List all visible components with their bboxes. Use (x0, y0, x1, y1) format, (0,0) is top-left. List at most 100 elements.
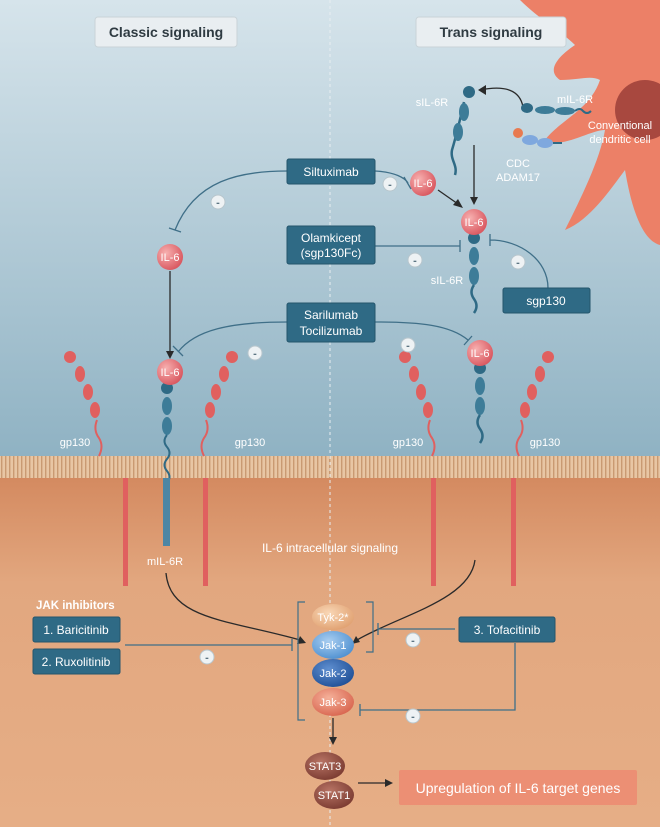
soluble-receptor-top: sIL-6R (416, 86, 475, 176)
olamkicept-label: Olamkicept (301, 231, 362, 245)
svg-text:-: - (516, 257, 520, 269)
inhibition-line (489, 234, 549, 289)
il6-label: IL-6 (465, 217, 484, 229)
outcome-box: Upregulation of IL-6 target genes (399, 770, 637, 805)
minus-icon: - (405, 632, 421, 648)
gp130-label: gp130 (60, 437, 91, 449)
minus-icon: - (510, 254, 526, 270)
jak2-label: Jak-2 (320, 668, 347, 680)
svg-text:-: - (388, 179, 392, 191)
intracellular-label: IL-6 intracellular signaling (262, 541, 398, 555)
ruxolitinib-label: 2. Ruxolitinib (42, 655, 111, 669)
il6-label: IL-6 (161, 252, 180, 264)
inhibition-line (125, 639, 293, 651)
tofacitinib-button[interactable]: 3. Tofacitinib (458, 616, 556, 643)
minus-icon: - (210, 194, 226, 210)
gp130-label: gp130 (530, 437, 561, 449)
jak2-kinase: Jak-2 (312, 659, 354, 687)
svg-text:-: - (205, 652, 209, 664)
cdc-label: CDC (506, 158, 530, 170)
minus-icon: - (247, 345, 263, 361)
il6-free-trans: IL-6 (410, 170, 436, 196)
il6-sil6r-complex: IL-6 sIL-6R (431, 209, 487, 314)
cell-label: Conventional (588, 120, 652, 132)
il6-free-classic: IL-6 (157, 244, 183, 270)
arrow-classic-jak (165, 572, 301, 641)
jak3-label: Jak-3 (320, 697, 347, 709)
sarilumab-tocilizumab-button[interactable]: Sarilumab Tocilizumab (286, 302, 376, 343)
adam17-label: ADAM17 (496, 172, 540, 184)
dendritic-cell: Conventional dendritic cell (520, 0, 660, 245)
svg-text:-: - (216, 197, 220, 209)
stat1: STAT1 (314, 781, 354, 809)
jak1-label: Jak-1 (320, 640, 347, 652)
jak-inhibitors-title: JAK inhibitors (36, 600, 115, 612)
svg-text:-: - (411, 711, 415, 723)
tyk2-label: Tyk-2* (317, 612, 349, 624)
adam17-enzyme: CDC ADAM17 (496, 128, 562, 184)
nucleus (615, 80, 660, 140)
gp130-intracellular-domains (123, 478, 516, 586)
inhibition-line (168, 170, 288, 233)
inhibition-line (374, 170, 412, 190)
bracket-left (297, 601, 305, 721)
svg-text:-: - (411, 635, 415, 647)
header-trans-label: Trans signaling (440, 24, 543, 40)
arrowhead (329, 737, 337, 745)
arrow-il6 (437, 189, 459, 205)
stat3-label: STAT3 (309, 761, 342, 773)
arrowhead (470, 197, 478, 205)
gp130-receptors (64, 351, 554, 457)
minus-icon: - (400, 337, 416, 353)
sil6r-label: sIL-6R (431, 275, 463, 287)
olamkicept-label: (sgp130Fc) (301, 246, 362, 260)
inhibition-line (374, 321, 473, 346)
tocilizumab-label: Tocilizumab (300, 324, 363, 338)
il6-mil6r-complex: IL-6 (157, 359, 183, 546)
mil6r-label: mIL-6R (147, 556, 183, 568)
olamkicept-button[interactable]: Olamkicept (sgp130Fc) (286, 225, 376, 265)
il6-label: IL-6 (414, 178, 433, 190)
jak1-kinase: Jak-1 (312, 631, 354, 659)
inhibition-line (172, 321, 288, 357)
bracket-right (366, 601, 374, 653)
membrane-il6r: mIL-6R (521, 94, 593, 115)
cell-label: dendritic cell (589, 134, 650, 146)
mil6r-label: mIL-6R (557, 94, 593, 106)
minus-icon: - (405, 708, 421, 724)
arrowhead (352, 636, 360, 644)
svg-text:-: - (253, 348, 257, 360)
gp130-right-1 (399, 351, 436, 457)
siltuximab-button[interactable]: Siltuximab (286, 158, 376, 185)
minus-icon: - (199, 649, 215, 665)
gp130-right-2 (515, 351, 554, 457)
gp130-label: gp130 (393, 437, 424, 449)
inhibition-line (377, 623, 455, 635)
sarilumab-label: Sarilumab (304, 308, 358, 322)
tofacitinib-label: 3. Tofacitinib (474, 623, 541, 637)
outcome-label: Upregulation of IL-6 target genes (416, 780, 621, 796)
baricitinib-label: 1. Baricitinib (43, 623, 109, 637)
siltuximab-label: Siltuximab (303, 165, 359, 179)
gp130-left-2 (200, 351, 238, 457)
minus-badges: - - - - - - - - - (199, 176, 526, 724)
il6-label: IL-6 (471, 348, 490, 360)
tyk2-kinase: Tyk-2* (312, 604, 354, 630)
minus-icon: - (407, 252, 423, 268)
jak3-kinase: Jak-3 (312, 688, 354, 716)
gp130-label: gp130 (235, 437, 266, 449)
arrowhead (453, 199, 463, 208)
ruxolitinib-button[interactable]: 2. Ruxolitinib (32, 648, 121, 675)
stat1-label: STAT1 (318, 790, 351, 802)
sgp130-button[interactable]: sgp130 (502, 287, 591, 314)
sil6r-label: sIL-6R (416, 97, 448, 109)
minus-icon: - (382, 176, 398, 192)
arrowhead (385, 779, 393, 787)
inhibition-line (375, 240, 461, 252)
baricitinib-button[interactable]: 1. Baricitinib (32, 616, 121, 643)
il6-label: IL-6 (161, 367, 180, 379)
header-classic-label: Classic signaling (109, 24, 223, 40)
arrowhead (166, 351, 174, 359)
stat3: STAT3 (305, 752, 345, 780)
